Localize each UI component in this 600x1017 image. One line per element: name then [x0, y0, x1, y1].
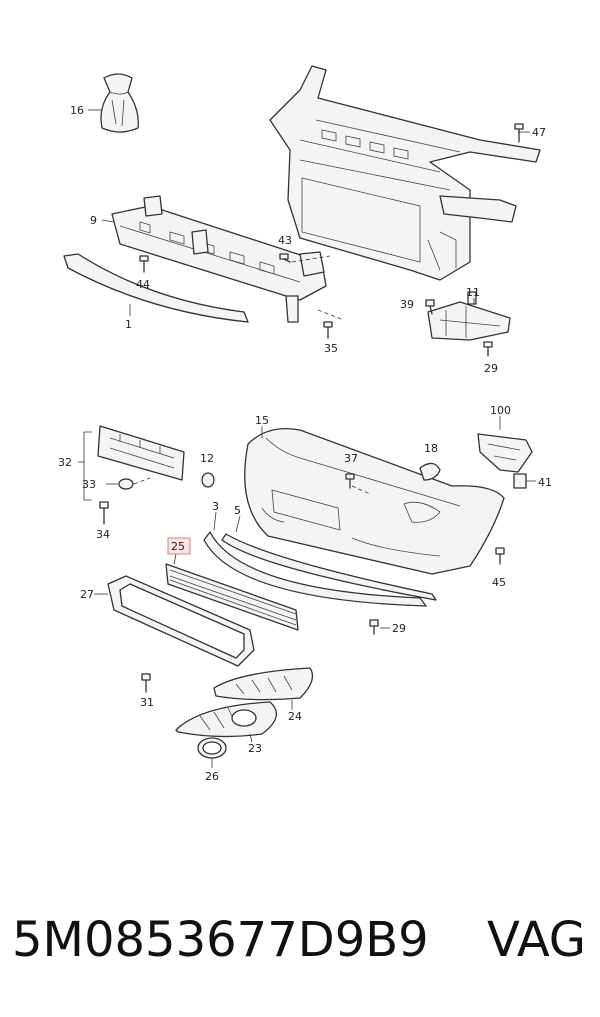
screw-37: [345, 473, 371, 495]
footer-bar: 5M0853677D9B9 VAG: [0, 895, 600, 985]
callout-26: 26: [205, 770, 219, 783]
callout-43: 43: [278, 234, 292, 247]
callout-3: 3: [212, 500, 219, 513]
part-9-reinforcement: [101, 195, 327, 323]
callout-47: 47: [532, 126, 546, 139]
screw-39: [425, 299, 435, 315]
part-11-bracket: [427, 291, 511, 341]
callout-44: 44: [136, 278, 150, 291]
callout-24: 24: [288, 710, 302, 723]
screw-31: [141, 673, 151, 693]
callout-29-top: 29: [484, 362, 498, 375]
callout-16: 16: [70, 104, 84, 117]
screw-29-top: [483, 341, 493, 357]
part-26-ring: [197, 737, 227, 768]
callout-27: 27: [80, 588, 94, 601]
part-number: 5M0853677D9B9: [12, 912, 429, 968]
callout-34: 34: [96, 528, 110, 541]
callout-18: 18: [424, 442, 438, 455]
part-27-frame: [94, 575, 255, 667]
callout-35: 35: [324, 342, 338, 355]
screw-29-bottom: [369, 619, 390, 635]
callout-9: 9: [90, 214, 97, 227]
parts-diagram: 16 47 9 43 44 1 11 39 35 29 100 15 32 12…: [58, 65, 552, 783]
brand-label: VAG: [487, 912, 586, 968]
callout-100: 100: [490, 404, 511, 417]
callout-23: 23: [248, 742, 262, 755]
callout-11: 11: [466, 286, 480, 299]
part-1-strip: [63, 253, 249, 323]
callout-33: 33: [82, 478, 96, 491]
screw-43: [279, 253, 331, 263]
part-32-plate-holder: [78, 425, 185, 501]
screw-45: [495, 547, 505, 565]
callout-15: 15: [255, 414, 269, 427]
part-15-bumper: [244, 426, 505, 575]
part-41-clip: [513, 473, 536, 489]
screw-34: [99, 501, 109, 525]
callout-31: 31: [140, 696, 154, 709]
part-3-strip: [203, 511, 427, 607]
callout-37: 37: [344, 452, 358, 465]
part-23-foglight-cover: [175, 701, 278, 743]
part-16-bag: [88, 73, 139, 133]
callout-32: 32: [58, 456, 72, 469]
highlight-box-25: [167, 537, 191, 555]
part-5-spoiler: [221, 515, 437, 601]
part-18-cover: [419, 462, 441, 481]
part-25-grille: [165, 553, 299, 631]
callout-41: 41: [538, 476, 552, 489]
screw-47: [514, 123, 524, 143]
callout-29-bottom: 29: [392, 622, 406, 635]
callout-45: 45: [492, 576, 506, 589]
screw-44: [139, 255, 149, 273]
callout-39: 39: [400, 298, 414, 311]
part-24-trim: [213, 667, 314, 710]
callout-12: 12: [200, 452, 214, 465]
part-100-bracket: [477, 416, 533, 473]
front-carrier: [269, 65, 541, 281]
callout-5: 5: [234, 504, 241, 517]
part-12-clip: [201, 472, 215, 488]
screw-35: [317, 309, 345, 339]
screw-33: [106, 477, 151, 490]
callout-25: 25: [171, 540, 185, 553]
callout-1: 1: [125, 318, 132, 331]
